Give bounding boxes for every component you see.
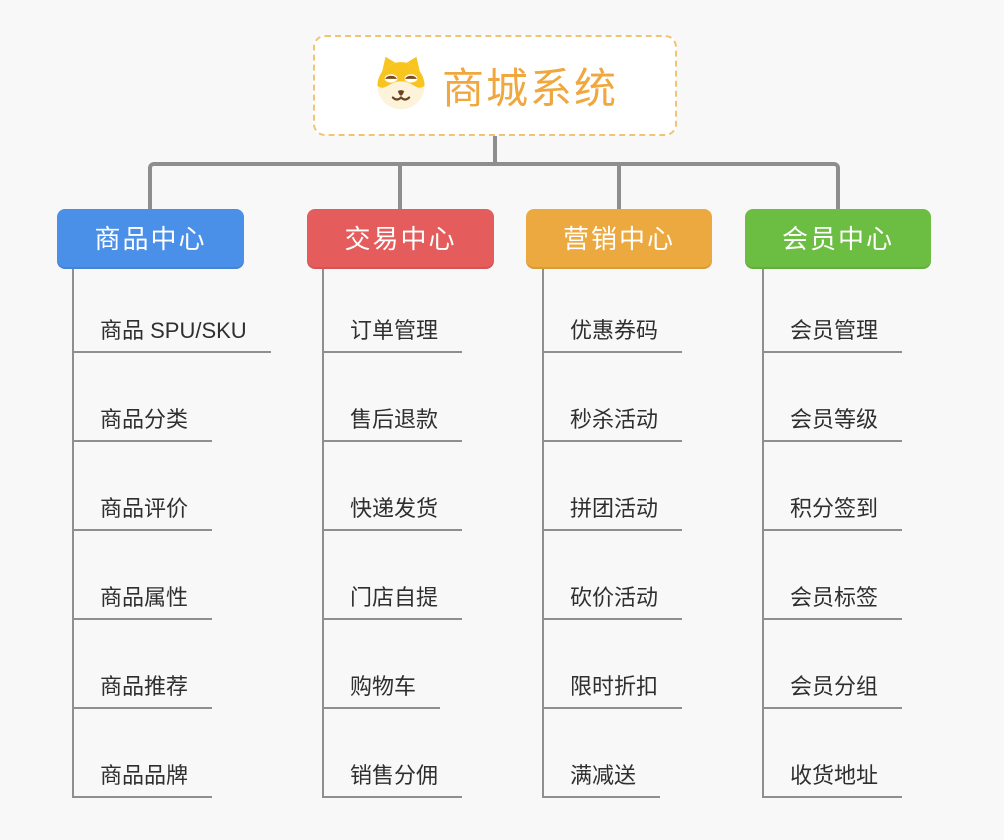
leaf-node[interactable]: 商品品牌 <box>74 758 213 798</box>
leaf-node[interactable]: 积分签到 <box>764 491 903 531</box>
branch-column-member: 会员管理 会员等级 积分签到 会员标签 会员分组 收货地址 <box>762 269 903 798</box>
branch-node-marketing-center[interactable]: 营销中心 <box>526 209 712 269</box>
branch-column-product: 商品 SPU/SKU 商品分类 商品评价 商品属性 商品推荐 商品品牌 <box>72 269 271 798</box>
leaf-node[interactable]: 商品分类 <box>74 402 213 442</box>
leaf-node[interactable]: 商品属性 <box>74 580 213 620</box>
branch-node-member-center[interactable]: 会员中心 <box>745 209 931 269</box>
dog-face-icon <box>372 54 430 117</box>
leaf-node[interactable]: 会员等级 <box>764 402 903 442</box>
connector-bus-line <box>148 162 840 209</box>
root-node[interactable]: 商城系统 <box>313 35 677 136</box>
leaf-node[interactable]: 收货地址 <box>764 758 903 798</box>
leaf-node[interactable]: 秒杀活动 <box>544 402 683 442</box>
branch-column-marketing: 优惠券码 秒杀活动 拼团活动 砍价活动 限时折扣 满减送 <box>542 269 683 798</box>
leaf-node[interactable]: 销售分佣 <box>324 758 463 798</box>
leaf-node[interactable]: 购物车 <box>324 669 441 709</box>
leaf-node[interactable]: 会员管理 <box>764 313 903 353</box>
leaf-node[interactable]: 快递发货 <box>324 491 463 531</box>
leaf-node[interactable]: 商品 SPU/SKU <box>74 313 271 353</box>
leaf-node[interactable]: 会员标签 <box>764 580 903 620</box>
connector-drop-trade <box>398 166 402 209</box>
leaf-node[interactable]: 商品评价 <box>74 491 213 531</box>
connector-drop-marketing <box>617 166 621 209</box>
leaf-node[interactable]: 砍价活动 <box>544 580 683 620</box>
leaf-node[interactable]: 订单管理 <box>324 313 463 353</box>
leaf-node[interactable]: 门店自提 <box>324 580 463 620</box>
leaf-node[interactable]: 会员分组 <box>764 669 903 709</box>
root-title: 商城系统 <box>441 65 618 112</box>
leaf-node[interactable]: 满减送 <box>544 758 661 798</box>
leaf-node[interactable]: 优惠券码 <box>544 313 683 353</box>
leaf-node[interactable]: 拼团活动 <box>544 491 683 531</box>
branch-node-product-center[interactable]: 商品中心 <box>57 209 244 269</box>
leaf-node[interactable]: 售后退款 <box>324 402 463 442</box>
branch-node-trade-center[interactable]: 交易中心 <box>307 209 494 269</box>
leaf-node[interactable]: 商品推荐 <box>74 669 213 709</box>
leaf-node[interactable]: 限时折扣 <box>544 669 683 709</box>
connector-root-stem <box>493 136 497 163</box>
branch-column-trade: 订单管理 售后退款 快递发货 门店自提 购物车 销售分佣 <box>322 269 463 798</box>
